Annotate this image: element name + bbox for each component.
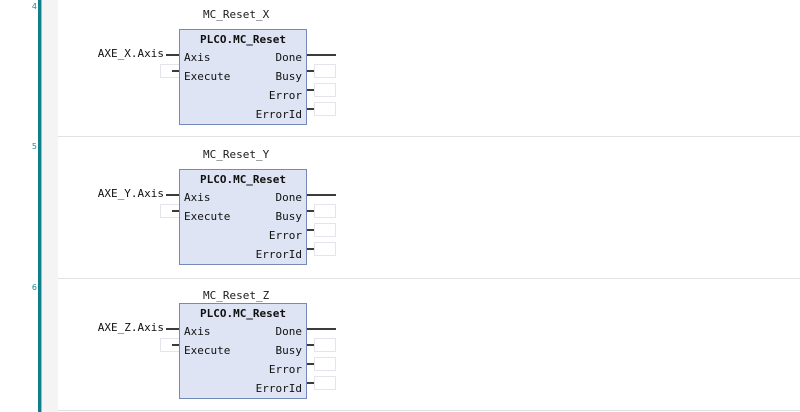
function-block[interactable]: PLCO.MC_Reset Axis Done Execute Busy Err… — [179, 169, 307, 265]
pin-label-error[interactable]: Error — [268, 89, 302, 102]
block-pin-area: Axis Done Execute Busy Error ErrorId — [180, 322, 306, 398]
pin-row: Axis Done — [180, 322, 306, 341]
block-pin-area: Axis Done Execute Busy Error ErrorId — [180, 48, 306, 124]
rung: 5 MC_Reset_Y AXE_Y.Axis PLCO.MC_Reset Ax… — [0, 139, 800, 280]
block-instance-name[interactable]: MC_Reset_X — [203, 8, 270, 21]
output-wire-error — [307, 89, 315, 91]
input-operand-axis[interactable]: AXE_Z.Axis — [97, 321, 164, 334]
pin-label-busy[interactable]: Busy — [275, 70, 303, 83]
pin-label-error[interactable]: Error — [268, 229, 302, 242]
pin-row: ErrorId — [180, 379, 306, 398]
output-wire-errorid — [307, 248, 315, 250]
rung-divider — [42, 410, 800, 411]
pin-label-busy[interactable]: Busy — [275, 344, 303, 357]
pin-row: Error — [180, 226, 306, 245]
pin-label-error[interactable]: Error — [268, 363, 302, 376]
output-slot-errorid[interactable] — [314, 242, 336, 256]
pin-label-errorid[interactable]: ErrorId — [255, 248, 302, 261]
pin-label-done[interactable]: Done — [275, 191, 303, 204]
pin-row: Axis Done — [180, 188, 306, 207]
output-wire-error — [307, 229, 315, 231]
pin-row: Execute Busy — [180, 67, 306, 86]
output-slot-busy[interactable] — [314, 204, 336, 218]
input-operand-axis[interactable]: AXE_Y.Axis — [97, 187, 164, 200]
output-wire-errorid — [307, 108, 315, 110]
output-slot-error[interactable] — [314, 357, 336, 371]
pin-label-execute[interactable]: Execute — [184, 344, 231, 357]
input-wire-execute — [172, 344, 180, 346]
input-wire-axis — [166, 54, 179, 56]
rung-number: 4 — [31, 2, 37, 11]
pin-label-execute[interactable]: Execute — [184, 210, 231, 223]
pin-row: Execute Busy — [180, 341, 306, 360]
power-rail — [38, 0, 41, 412]
rung-gutter-strip — [42, 0, 58, 412]
output-slot-errorid[interactable] — [314, 102, 336, 116]
pin-row: ErrorId — [180, 245, 306, 264]
pin-row: Execute Busy — [180, 207, 306, 226]
input-wire-execute — [172, 70, 180, 72]
block-pin-area: Axis Done Execute Busy Error ErrorId — [180, 188, 306, 264]
output-wire-done — [307, 328, 336, 330]
block-type-label: PLCO.MC_Reset — [199, 173, 287, 186]
pin-label-execute[interactable]: Execute — [184, 70, 231, 83]
pin-label-busy[interactable]: Busy — [275, 210, 303, 223]
output-wire-done — [307, 194, 336, 196]
rung: 4 MC_Reset_X AXE_X.Axis PLCO.MC_Reset Ax… — [0, 0, 800, 138]
rung-divider — [42, 136, 800, 137]
rung-number: 5 — [31, 142, 37, 151]
output-wire-done — [307, 54, 336, 56]
output-slot-busy[interactable] — [314, 64, 336, 78]
input-operand-axis[interactable]: AXE_X.Axis — [97, 47, 164, 60]
input-wire-execute — [172, 210, 180, 212]
input-wire-axis — [166, 194, 179, 196]
rung: 6 MC_Reset_Z AXE_Z.Axis PLCO.MC_Reset Ax… — [0, 280, 800, 412]
output-wire-errorid — [307, 382, 315, 384]
pin-label-done[interactable]: Done — [275, 325, 303, 338]
function-block[interactable]: PLCO.MC_Reset Axis Done Execute Busy Err… — [179, 29, 307, 125]
output-wire-busy — [307, 70, 315, 72]
rung-number: 6 — [31, 283, 37, 292]
block-instance-name[interactable]: MC_Reset_Y — [203, 148, 270, 161]
block-instance-name[interactable]: MC_Reset_Z — [203, 289, 270, 302]
output-wire-busy — [307, 210, 315, 212]
output-slot-busy[interactable] — [314, 338, 336, 352]
function-block[interactable]: PLCO.MC_Reset Axis Done Execute Busy Err… — [179, 303, 307, 399]
output-slot-errorid[interactable] — [314, 376, 336, 390]
power-rail-highlight — [41, 0, 42, 412]
pin-row: ErrorId — [180, 105, 306, 124]
output-slot-error[interactable] — [314, 83, 336, 97]
pin-row: Error — [180, 360, 306, 379]
pin-label-axis[interactable]: Axis — [184, 325, 211, 338]
block-type-label: PLCO.MC_Reset — [199, 307, 287, 320]
pin-label-errorid[interactable]: ErrorId — [255, 108, 302, 121]
pin-label-axis[interactable]: Axis — [184, 51, 211, 64]
output-slot-error[interactable] — [314, 223, 336, 237]
rung-divider — [42, 278, 800, 279]
pin-label-done[interactable]: Done — [275, 51, 303, 64]
input-wire-axis — [166, 328, 179, 330]
pin-row: Error — [180, 86, 306, 105]
pin-row: Axis Done — [180, 48, 306, 67]
block-type-label: PLCO.MC_Reset — [199, 33, 287, 46]
output-wire-busy — [307, 344, 315, 346]
output-wire-error — [307, 363, 315, 365]
pin-label-errorid[interactable]: ErrorId — [255, 382, 302, 395]
pin-label-axis[interactable]: Axis — [184, 191, 211, 204]
